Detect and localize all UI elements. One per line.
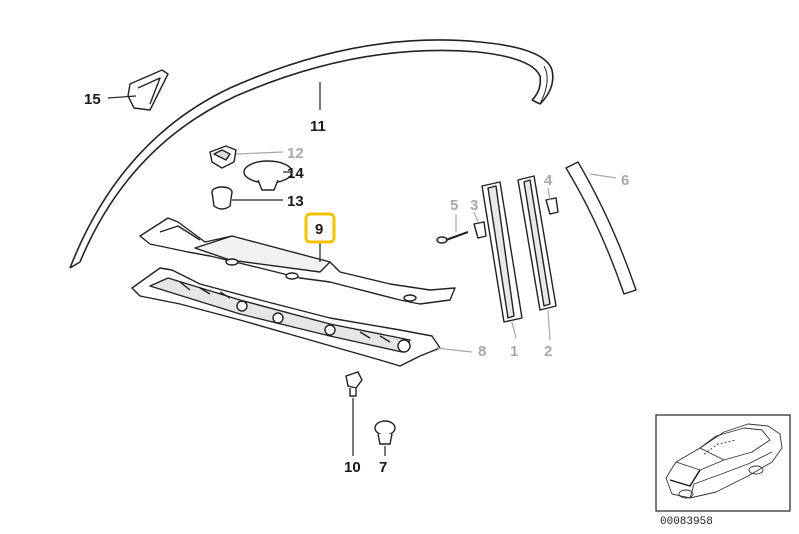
part-15-bracket [127, 69, 169, 111]
part-label-6: 6 [621, 172, 629, 189]
part-5-screw [436, 231, 469, 244]
part-3-clip-nut [473, 221, 487, 239]
part-label-9: 9 [315, 221, 323, 238]
leader-15 [107, 95, 137, 99]
leader-8 [435, 347, 473, 353]
part-label-1: 1 [510, 343, 518, 360]
diagram-reference-number: 00083958 [660, 516, 713, 528]
part-8-cowl-panel [131, 267, 441, 367]
leader-4 [547, 187, 551, 201]
leader-1 [511, 321, 517, 339]
leader-3 [473, 211, 479, 223]
part-label-11: 11 [310, 118, 326, 135]
part-1-pillar-trim [481, 181, 523, 323]
leader-6 [589, 173, 617, 179]
part-label-13: 13 [287, 193, 304, 210]
part-label-15: 15 [84, 91, 101, 108]
part-label-10: 10 [344, 459, 361, 476]
part-label-2: 2 [544, 343, 552, 360]
part-10-push-clip [345, 371, 363, 397]
part-label-14: 14 [287, 165, 304, 182]
part-2-pillar-trim [517, 175, 557, 311]
part-9-cowl-cover [139, 217, 456, 305]
part-4-clip [545, 197, 559, 215]
part-label-8: 8 [478, 343, 486, 360]
part-14-cap [243, 160, 293, 191]
part-11-windshield-trim [69, 39, 554, 269]
part-12-clip [209, 145, 237, 169]
car-outline-icon [665, 423, 783, 499]
part-label-3: 3 [470, 197, 478, 214]
part-label-5: 5 [450, 197, 458, 214]
part-label-4: 4 [544, 172, 553, 189]
leader-2 [547, 309, 551, 341]
part-label-12: 12 [287, 145, 304, 162]
highlight-box-9 [304, 212, 336, 244]
part-label-7: 7 [379, 459, 387, 476]
part-13-grommet [211, 186, 233, 210]
part-7-round-clip [374, 420, 396, 445]
leader-lines [107, 82, 617, 456]
leader-12 [235, 151, 284, 155]
part-6-pillar-trim [565, 161, 637, 295]
car-thumbnail: 00083958 [655, 414, 791, 528]
